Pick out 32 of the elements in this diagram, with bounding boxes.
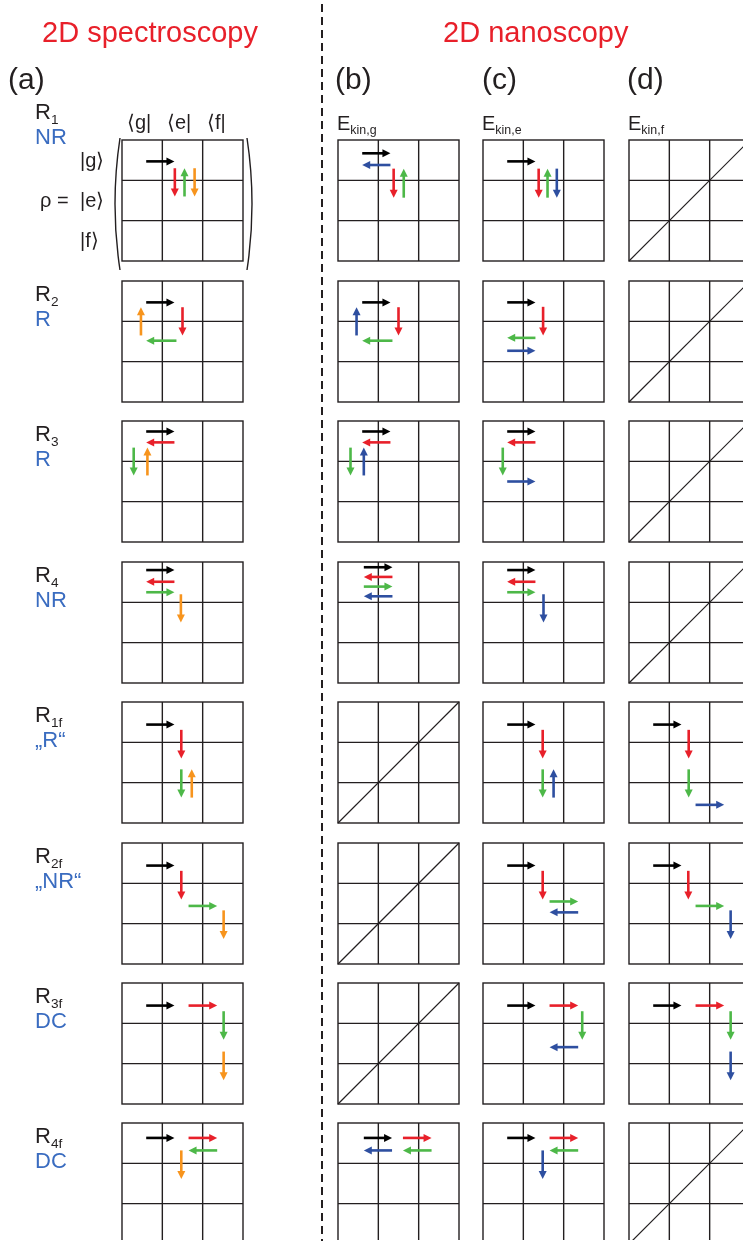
ket-label: |f⟩ [80, 230, 99, 250]
pathway-label: R$_{4f}$ [35, 1125, 63, 1151]
pathway-label: R$_{2}$ [35, 283, 59, 309]
pathway-label: R$_{4}$ [35, 564, 59, 590]
section-heading: 2D spectroscopy [42, 18, 258, 47]
section-heading: 2D nanoscopy [443, 18, 629, 47]
pathway-label: R$_{2f}$ [35, 845, 63, 871]
bra-label: ⟨f| [207, 112, 226, 132]
pathway-type-label: NR [35, 589, 67, 611]
bra-label: ⟨g| [127, 112, 152, 132]
bra-label: ⟨e| [167, 112, 192, 132]
density-matrix-label: ρ = [40, 190, 69, 210]
ket-label: |g⟩ [80, 150, 105, 170]
ket-label: |e⟩ [80, 190, 105, 210]
pathway-type-label: NR [35, 126, 67, 148]
pathway-label: R$_{1f}$ [35, 704, 63, 730]
pathway-type-label: R [35, 448, 51, 470]
pathway-type-label: DC [35, 1150, 67, 1172]
panel-label: (b) [335, 64, 372, 94]
pathway-label: R$_{3f}$ [35, 985, 63, 1011]
pathway-type-label: DC [35, 1010, 67, 1032]
pathway-type-label: „R“ [35, 729, 66, 751]
pathway-label: R$_{1}$ [35, 101, 59, 127]
pathway-type-label: R [35, 308, 51, 330]
panel-label: (a) [8, 64, 45, 94]
column-heading: E$_{kin,e}$ [482, 113, 522, 137]
pathway-type-label: „NR“ [35, 870, 82, 892]
pathway-label: R$_{3}$ [35, 423, 59, 449]
column-heading: E$_{kin,f}$ [628, 113, 665, 137]
panel-label: (d) [627, 64, 664, 94]
panel-label: (c) [482, 64, 517, 94]
column-heading: E$_{kin,g}$ [337, 113, 377, 137]
